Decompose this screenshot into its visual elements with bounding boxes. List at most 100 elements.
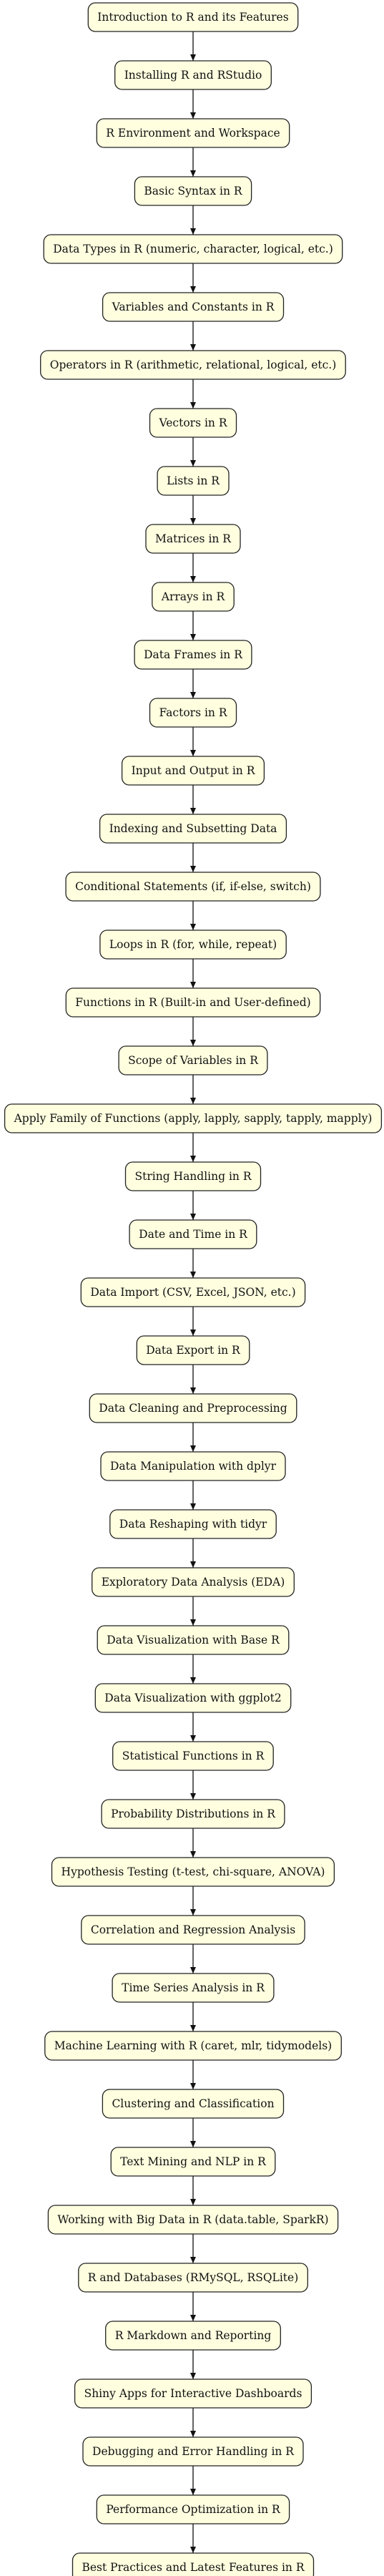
flow-node-box [100, 1451, 286, 1481]
flow-node-label: Text Mining and NLP in R [120, 2155, 267, 2168]
flow-node-label: Date and Time in R [139, 1228, 248, 1241]
flow-node-label: Performance Optimization in R [106, 2503, 281, 2516]
flow-node: Data Manipulation with dplyr [100, 1451, 286, 1481]
flow-node: Best Practices and Latest Features in R [72, 2552, 315, 2576]
flow-node-box [96, 118, 290, 148]
flow-node: String Handling in R [124, 1161, 262, 1191]
flow-node-box [157, 466, 230, 496]
flow-node-label: Data Export in R [146, 1344, 241, 1357]
flow-node-label: Data Cleaning and Preprocessing [99, 1402, 287, 1415]
flow-node: Data Cleaning and Preprocessing [89, 1393, 297, 1423]
flow-node: Basic Syntax in R [134, 176, 252, 206]
flow-node-label: Working with Big Data in R (data.table, … [57, 2213, 328, 2226]
flow-node-label: Introduction to R and its Features [97, 11, 288, 24]
flow-node-label: Matrices in R [155, 532, 232, 545]
flow-node-box [97, 1625, 290, 1655]
flow-node-box [99, 930, 287, 960]
flow-node-label: Vectors in R [158, 416, 227, 429]
flow-node-box [145, 524, 241, 554]
flow-node-box [80, 1277, 306, 1307]
flow-node: Apply Family of Functions (apply, lapply… [4, 1103, 383, 1133]
flow-node: Working with Big Data in R (data.table, … [47, 2205, 339, 2235]
flow-node-box [134, 176, 252, 206]
flow-node-label: Functions in R (Built-in and User-define… [75, 996, 310, 1009]
flow-node-box [44, 2031, 342, 2061]
flow-node-label: Conditional Statements (if, if-else, swi… [75, 880, 311, 893]
flow-node: Clustering and Classification [102, 2089, 285, 2119]
flow-node-box [65, 987, 321, 1018]
flow-node-label: Correlation and Regression Analysis [91, 1923, 295, 1936]
flow-node: Data Visualization with ggplot2 [94, 1683, 292, 1713]
flow-node: Installing R and RStudio [114, 60, 272, 90]
flow-node-label: String Handling in R [135, 1170, 252, 1183]
flow-node-box [51, 1857, 335, 1887]
nodes-layer: Introduction to R and its FeaturesInstal… [4, 2, 383, 2576]
flow-node-box [110, 2147, 276, 2177]
flow-node-label: Debugging and Error Handling in R [92, 2445, 295, 2458]
flow-node: Arrays in R [152, 582, 235, 612]
flow-node-label: Variables and Constants in R [112, 301, 275, 313]
flow-node: Hypothesis Testing (t-test, chi-square, … [51, 1857, 335, 1887]
flow-node-box [65, 872, 321, 902]
flow-node-label: Data Manipulation with dplyr [110, 1460, 277, 1473]
flow-node-box [82, 2436, 304, 2467]
flow-node: Probability Distributions in R [101, 1799, 285, 1829]
flow-node-box [96, 2494, 290, 2524]
flow-node-label: Lists in R [167, 474, 220, 487]
flow-node: Machine Learning with R (caret, mlr, tid… [44, 2031, 342, 2061]
flow-node: Data Types in R (numeric, character, log… [43, 234, 343, 264]
flow-node: Data Import (CSV, Excel, JSON, etc.) [80, 1277, 306, 1307]
flow-node: Correlation and Regression Analysis [81, 1915, 305, 1945]
flow-node: Vectors in R [149, 408, 237, 438]
flow-node-box [94, 1683, 292, 1713]
flow-node-box [118, 1045, 268, 1075]
flow-node: Matrices in R [145, 524, 241, 554]
flow-node-label: Data Frames in R [144, 648, 243, 661]
flow-node: Debugging and Error Handling in R [82, 2436, 304, 2467]
flow-node-label: Data Import (CSV, Excel, JSON, etc.) [90, 1286, 295, 1299]
flow-node-box [136, 1335, 250, 1365]
flow-node: Data Visualization with Base R [97, 1625, 290, 1655]
flow-node-box [101, 1799, 285, 1829]
flow-node: Conditional Statements (if, if-else, swi… [65, 872, 321, 902]
flow-node-box [4, 1103, 383, 1133]
flow-node: R and Databases (RMySQL, RSQLite) [78, 2263, 308, 2293]
flow-node-label: Statistical Functions in R [122, 1750, 265, 1762]
flow-node-label: Probability Distributions in R [111, 1807, 276, 1820]
flow-node-label: Input and Output in R [132, 764, 256, 777]
flow-node-box [43, 234, 343, 264]
flow-node: Operators in R (arithmetic, relational, … [40, 350, 346, 380]
flow-node-box [47, 2205, 339, 2235]
flow-node-label: Loops in R (for, while, repeat) [109, 938, 277, 951]
flow-node: Variables and Constants in R [102, 292, 285, 322]
flow-node-label: Arrays in R [161, 590, 226, 603]
flow-node: Introduction to R and its Features [87, 2, 299, 32]
flow-node-box [105, 2321, 281, 2351]
flow-node-label: Installing R and RStudio [124, 69, 262, 82]
flow-node-box [87, 2, 299, 32]
flow-node-label: Factors in R [159, 706, 227, 719]
flow-node-box [149, 698, 237, 728]
flow-node: Scope of Variables in R [118, 1045, 268, 1075]
flow-node: Lists in R [157, 466, 230, 496]
flow-node-box [109, 1509, 277, 1539]
flow-node-box [149, 408, 237, 438]
flow-node: Data Reshaping with tidyr [109, 1509, 277, 1539]
flow-node-label: Hypothesis Testing (t-test, chi-square, … [61, 1865, 325, 1878]
flow-node-box [102, 2089, 285, 2119]
flow-node-box [72, 2552, 315, 2576]
flow-node-box [129, 1219, 257, 1249]
flow-node: Statistical Functions in R [112, 1741, 274, 1771]
flow-node: Time Series Analysis in R [112, 1973, 275, 2003]
flow-node: Performance Optimization in R [96, 2494, 290, 2524]
flow-node-label: Shiny Apps for Interactive Dashboards [84, 2387, 302, 2400]
flow-node-label: Basic Syntax in R [144, 185, 243, 197]
flow-node-box [112, 1973, 275, 2003]
flow-node-label: Data Visualization with Base R [107, 1634, 280, 1646]
flow-node-label: Apply Family of Functions (apply, lapply… [14, 1112, 373, 1125]
flow-node: R Markdown and Reporting [105, 2321, 281, 2351]
flow-node-label: Scope of Variables in R [128, 1054, 259, 1067]
flow-node: Loops in R (for, while, repeat) [99, 930, 287, 960]
flow-node-box [40, 350, 346, 380]
